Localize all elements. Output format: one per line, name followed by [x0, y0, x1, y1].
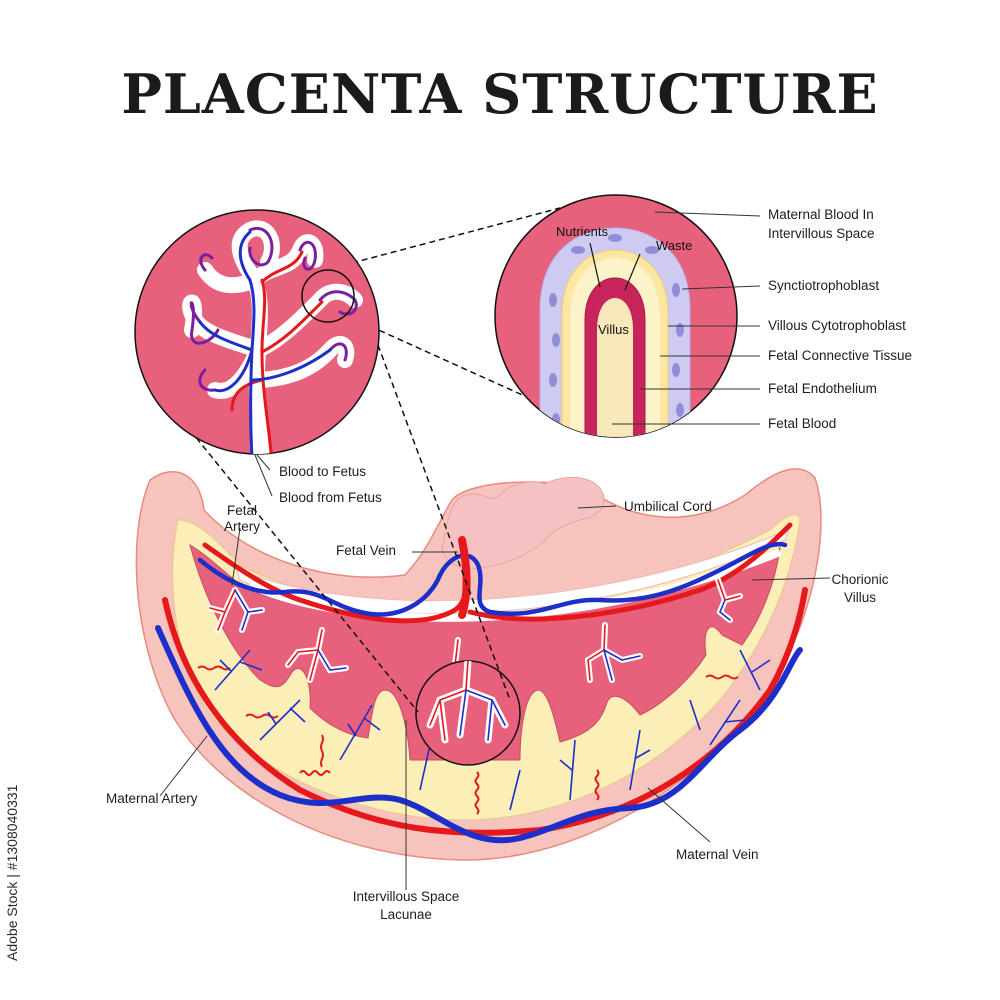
label-fetal-endothelium: Fetal Endothelium — [768, 381, 877, 396]
label-fetal-artery-line1: Fetal — [226, 503, 257, 518]
label-synctiotrophoblast: Synctiotrophoblast — [768, 278, 880, 293]
label-intervillous-line2: Lacunae — [380, 907, 432, 922]
label-villus: Villus — [598, 322, 629, 337]
maternal-artery-vessel — [162, 587, 808, 836]
placenta-body — [135, 468, 822, 861]
label-nutrients: Nutrients — [556, 224, 609, 239]
label-chorionic-villus-line1: Chorionic — [831, 572, 889, 587]
label-fetal-connective-tissue: Fetal Connective Tissue — [768, 348, 913, 363]
page-title: PLACENTA STRUCTURE — [121, 62, 879, 126]
label-villous-cytotrophoblast: Villous Cytotrophoblast — [768, 318, 906, 333]
label-maternal-blood: Maternal Blood In Intervillous Space — [768, 207, 875, 242]
label-blood-from-fetus: Blood from Fetus — [279, 490, 382, 505]
label-chorionic-villus: Chorionic Villus — [830, 572, 890, 606]
zoom-circle-small — [415, 660, 521, 766]
spiral-arteries — [197, 665, 739, 815]
maternal-vein-vessel — [155, 625, 803, 844]
fetal-vein-chorionic — [197, 541, 788, 617]
label-umbilical-cord: Umbilical Cord — [624, 499, 712, 514]
label-blood-to-fetus: Blood to Fetus — [279, 464, 367, 479]
villus-cross-section — [494, 194, 738, 438]
label-maternal-vein: Maternal Vein — [676, 847, 759, 862]
label-fetal-blood: Fetal Blood — [768, 416, 837, 431]
leader-lines — [159, 211, 831, 890]
label-fetal-artery-line2: Artery — [223, 519, 260, 534]
label-maternal-artery: Maternal Artery — [106, 791, 198, 806]
villus-tree-magnified — [134, 209, 380, 455]
label-fetal-artery: Fetal Artery — [214, 503, 270, 535]
label-waste: Waste — [656, 238, 693, 253]
label-intervillous-line1: Intervillous Space — [352, 889, 460, 904]
label-chorionic-villus-line2: Villus — [843, 590, 877, 605]
label-fetal-vein: Fetal Vein — [336, 543, 397, 558]
label-maternal-blood-line2: Intervillous Space — [768, 226, 875, 241]
maternal-vein-branches — [214, 649, 771, 811]
stock-watermark-id: Adobe Stock | #1308040331 — [4, 784, 20, 961]
label-maternal-blood-line1: Maternal Blood In — [768, 207, 874, 222]
label-intervillous-space: Intervillous Space Lacunae — [340, 889, 472, 923]
umbilical-cord-shape — [441, 477, 605, 569]
